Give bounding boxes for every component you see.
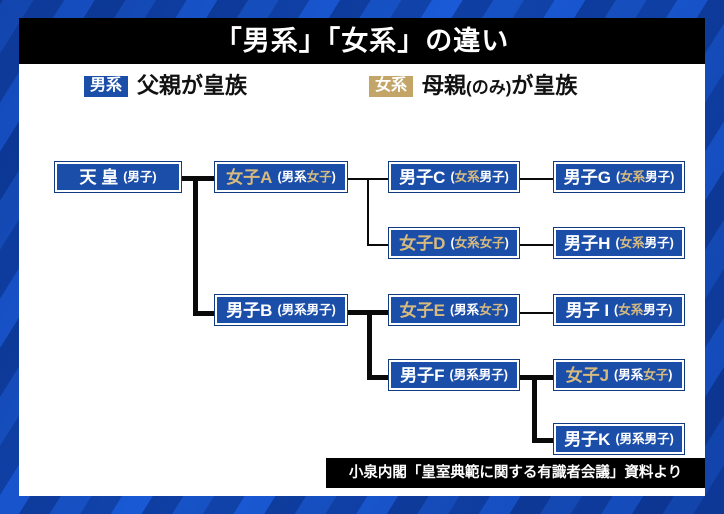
- node-danshi-c[interactable]: 男子C (女系男子): [389, 162, 519, 192]
- infographic-card: 「男系」「女系」の違い 男系 父親が皇族 女系 母親(のみ)が皇族: [19, 18, 705, 496]
- node-danshi-b-label: 男子B: [226, 300, 273, 320]
- connector-c-to-g: [516, 178, 557, 180]
- legend-item-male-line: 男系 父親が皇族: [84, 75, 247, 97]
- connector-danshif-to-k: [532, 438, 557, 443]
- legend-chip-male: 男系: [84, 75, 129, 97]
- legend-label-female: 母親(のみ)が皇族: [422, 75, 577, 97]
- node-emperor-label: 天 皇: [79, 167, 119, 187]
- legend: 男系 父親が皇族 女系 母親(のみ)が皇族: [19, 64, 705, 114]
- node-joshi-d[interactable]: 女子D (女系女子): [389, 228, 519, 258]
- connector-emperor-spine: [193, 176, 198, 316]
- title-bar: 「男系」「女系」の違い: [19, 18, 705, 64]
- node-joshi-j-note: (男系女子): [614, 367, 673, 382]
- node-danshi-h[interactable]: 男子H (女系男子): [554, 228, 684, 258]
- node-joshi-d-note: (女系女子): [450, 235, 509, 250]
- node-joshi-a-note: (男系女子): [277, 169, 336, 184]
- node-danshi-g-label: 男子G: [563, 167, 611, 187]
- connector-joshia-to-d: [367, 244, 392, 246]
- connector-e-to-i: [516, 312, 557, 314]
- node-joshi-j[interactable]: 女子J (男系女子): [554, 360, 684, 390]
- node-joshi-j-label: 女子J: [565, 365, 610, 385]
- page-title: 「男系」「女系」の違い: [214, 25, 510, 56]
- legend-label-female-pre: 母親: [422, 73, 467, 98]
- connector-emperor-stub: [178, 176, 218, 181]
- connector-danshib-to-f: [367, 375, 392, 380]
- connector-danshib-spine: [367, 310, 372, 380]
- connector-danshif-spine: [532, 375, 537, 443]
- node-emperor[interactable]: 天 皇 (男子): [55, 162, 181, 192]
- node-danshi-i-note: (女系男子): [614, 302, 673, 317]
- node-danshi-k-label: 男子K: [564, 429, 611, 449]
- legend-label-male: 父親が皇族: [137, 73, 248, 98]
- node-joshi-d-label: 女子D: [399, 233, 446, 253]
- node-emperor-note: (男子): [123, 169, 157, 184]
- node-danshi-h-note: (女系男子): [615, 235, 674, 250]
- node-danshi-b-note: (男系男子): [277, 302, 336, 317]
- node-danshi-i-label: 男子 I: [565, 300, 610, 320]
- node-danshi-k[interactable]: 男子K (男系男子): [554, 424, 684, 454]
- connector-d-to-h: [516, 244, 557, 246]
- node-danshi-f[interactable]: 男子F (男系男子): [389, 360, 519, 390]
- node-danshi-c-note: (女系男子): [450, 169, 509, 184]
- node-joshi-e-note: (男系女子): [449, 302, 509, 317]
- node-joshi-e[interactable]: 女子E (男系女子): [389, 295, 519, 325]
- node-danshi-b[interactable]: 男子B (男系男子): [215, 295, 347, 325]
- legend-label-female-post: が皇族: [511, 73, 578, 98]
- node-joshi-a[interactable]: 女子A (男系女子): [215, 162, 347, 192]
- node-danshi-c-label: 男子C: [399, 167, 446, 187]
- source-caption: 小泉内閣「皇室典範に関する有識者会議」資料より: [326, 458, 705, 488]
- node-danshi-h-label: 男子H: [564, 233, 611, 253]
- node-danshi-i[interactable]: 男子 I (女系男子): [554, 295, 684, 325]
- node-danshi-f-note: (男系男子): [449, 367, 508, 382]
- node-danshi-g[interactable]: 男子G (女系男子): [554, 162, 684, 192]
- node-joshi-a-label: 女子A: [226, 167, 273, 187]
- legend-chip-female: 女系: [369, 75, 414, 97]
- connector-joshia-spine: [367, 178, 369, 246]
- source-caption-text: 小泉内閣「皇室典範に関する有識者会議」資料より: [348, 464, 683, 481]
- node-danshi-f-label: 男子F: [400, 365, 445, 385]
- node-danshi-g-note: (女系男子): [615, 169, 675, 184]
- legend-item-female-line: 女系 母親(のみ)が皇族: [369, 75, 577, 97]
- legend-label-female-paren: (のみ): [466, 78, 512, 97]
- node-joshi-e-label: 女子E: [399, 300, 445, 320]
- lineage-tree: 天 皇 (男子) 女子A (男系女子) 男子C (女系男子) 男子G (女系男子…: [19, 114, 705, 454]
- connector-emperor-to-b: [193, 311, 233, 316]
- node-danshi-k-note: (男系男子): [615, 431, 674, 446]
